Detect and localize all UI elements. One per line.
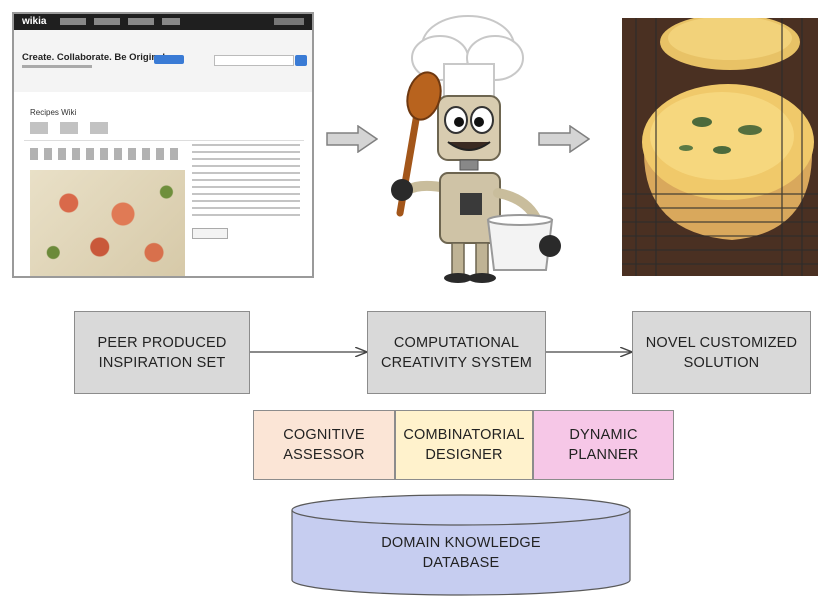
wiki-login xyxy=(274,18,304,25)
salmon-dish-photo xyxy=(30,170,185,276)
wiki-tagline: Create. Collaborate. Be Original. xyxy=(22,52,168,63)
quiche-photo xyxy=(622,18,818,276)
chef-hat-icon xyxy=(411,15,524,101)
combinatorial-designer-label: COMBINATORIAL DESIGNER xyxy=(403,427,525,463)
combinatorial-designer-box: COMBINATORIAL DESIGNER xyxy=(395,410,533,480)
creativity-system-box: COMPUTATIONAL CREATIVITY SYSTEM xyxy=(367,311,546,394)
wiki-search-icon xyxy=(295,55,307,66)
wiki-topbar: wikia xyxy=(14,14,312,30)
wiki-stats xyxy=(30,122,120,134)
wiki-search-field xyxy=(214,55,294,66)
wiki-tagline-sub xyxy=(22,65,92,68)
database-label: DOMAIN KNOWLEDGE DATABASE xyxy=(381,535,541,571)
inspiration-set-label: PEER PRODUCED INSPIRATION SET xyxy=(97,334,227,371)
wiki-article-text xyxy=(192,144,300,220)
customized-solution-label: NOVEL CUSTOMIZED SOLUTION xyxy=(645,334,798,371)
wiki-start-button xyxy=(154,55,184,64)
database-cylinder xyxy=(291,494,631,596)
wiki-contributor-thumbs xyxy=(30,148,180,160)
dynamic-planner-box: DYNAMIC PLANNER xyxy=(533,410,674,480)
customized-solution-box: NOVEL CUSTOMIZED SOLUTION xyxy=(632,311,811,394)
wiki-nav-links xyxy=(60,18,180,25)
wiki-screenshot: wikia Create. Collaborate. Be Original. … xyxy=(12,12,314,278)
arrow-right-icon xyxy=(538,125,590,153)
inspiration-set-box: PEER PRODUCED INSPIRATION SET xyxy=(74,311,250,394)
wiki-edit-button xyxy=(192,228,228,239)
arrow-right-icon xyxy=(326,125,378,153)
dynamic-planner-label: DYNAMIC PLANNER xyxy=(568,427,639,463)
mixing-bowl-icon xyxy=(486,214,554,271)
wiki-divider xyxy=(24,140,304,141)
cognitive-assessor-box: COGNITIVE ASSESSOR xyxy=(253,410,395,480)
chef-robot-illustration xyxy=(391,15,561,283)
cognitive-assessor-label: COGNITIVE ASSESSOR xyxy=(283,427,365,463)
wikia-logo: wikia xyxy=(22,16,47,27)
creativity-system-label: COMPUTATIONAL CREATIVITY SYSTEM xyxy=(380,334,533,371)
wiki-title: Recipes Wiki xyxy=(30,108,77,117)
